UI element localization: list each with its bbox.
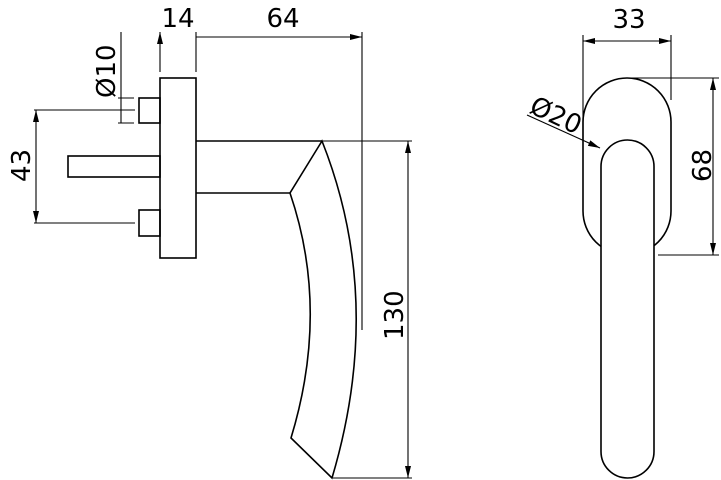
extension-lines-130: [322, 140, 412, 479]
lower-pin: [138, 209, 161, 237]
side-view: 14 64 Ø10 43 130: [7, 4, 412, 480]
rosette: [159, 77, 197, 259]
dim-label-d20: Ø20: [525, 91, 586, 141]
extension-lines-33: [582, 35, 672, 140]
leader-line-d20: [526, 114, 601, 149]
dim-label-68: 68: [688, 149, 718, 182]
dimension-line-64: [160, 32, 362, 330]
lever-outline: [600, 139, 655, 479]
lever-neck: [196, 140, 322, 194]
dim-label-130: 130: [380, 290, 410, 340]
dim-label-64: 64: [266, 4, 299, 34]
lever-arm: [289, 139, 357, 480]
dimension-line-d10: [118, 32, 134, 124]
upper-pin: [138, 97, 161, 124]
dim-label-14: 14: [161, 4, 194, 34]
dim-label-43: 43: [7, 149, 37, 182]
dim-label-d10: Ø10: [92, 44, 122, 98]
front-view: 33 68 Ø20: [525, 5, 719, 479]
dim-label-33: 33: [612, 5, 645, 35]
spindle: [67, 155, 161, 178]
extension-lines-68: [630, 77, 719, 256]
extension-lines-43: [34, 109, 135, 224]
